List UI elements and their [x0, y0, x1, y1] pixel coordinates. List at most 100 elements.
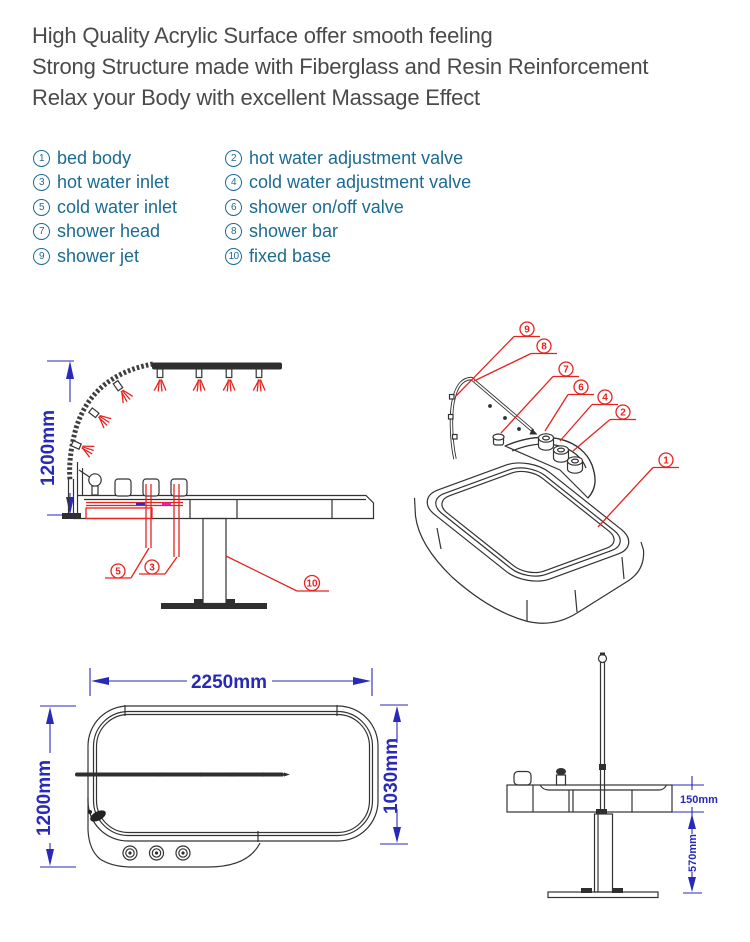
end-view-depth-dim-label: 150mm: [680, 794, 718, 806]
pedestal-column: [202, 517, 227, 605]
part-label: shower bar: [249, 221, 339, 242]
perspective-shower-bar: [447, 376, 538, 460]
shower-bar-arc: [67, 361, 154, 482]
callout-9: 9: [524, 325, 530, 336]
top-view-height-dim-label: 1200mm: [34, 760, 55, 836]
perspective-shower-head: [492, 433, 505, 446]
list-item: 1 bed body: [33, 146, 225, 171]
callout-10: 10: [306, 579, 318, 590]
top-view-width-dimension: 2250mm: [89, 668, 373, 696]
base-clamp: [581, 888, 592, 893]
callout-7: 7: [563, 365, 569, 376]
bar-jet: [488, 404, 492, 408]
top-view-width-dim-label: 2250mm: [191, 672, 267, 693]
list-item: 6 shower on/off valve: [225, 195, 471, 220]
top-view-height-dimension: 1200mm: [34, 705, 76, 868]
callout-2: 2: [620, 408, 626, 419]
end-view-base-height-dimension: 570mm: [683, 814, 702, 894]
header-line-1: High Quality Acrylic Surface offer smoot…: [32, 23, 493, 48]
end-view-depth-dimension: 150mm: [672, 776, 718, 821]
list-item: 4 cold water adjustment valve: [225, 171, 471, 196]
base-foot: [194, 599, 203, 603]
list-item: 3 hot water inlet: [33, 171, 225, 196]
valve-knobs-plan: [122, 845, 191, 861]
bar-jet: [447, 413, 454, 420]
part-label: shower on/off valve: [249, 196, 404, 217]
perspective-valve-knobs: [537, 433, 584, 474]
header-text: High Quality Acrylic Surface offer smoot…: [32, 20, 649, 113]
part-number-badge: 5: [33, 198, 50, 216]
side-view-drawing: 1200mm: [38, 360, 375, 609]
shower-bar-plan: [75, 772, 290, 777]
bar-jet: [451, 433, 458, 440]
part-number-badge: 7: [33, 223, 50, 241]
tub-shell: [413, 497, 645, 624]
part-number-badge: 6: [225, 198, 242, 216]
callout-6: 6: [578, 383, 584, 394]
valve-flange: [87, 798, 261, 868]
callout-1: 1: [663, 456, 669, 467]
part-number-badge: 8: [225, 223, 242, 241]
shower-jets-sprays: [69, 368, 266, 459]
callout-8: 8: [541, 342, 547, 353]
part-number-badge: 2: [225, 149, 242, 167]
base-plate: [161, 603, 267, 609]
side-view-callouts: 5 3 10: [105, 547, 329, 592]
arc-foot: [62, 513, 81, 519]
list-item: 10 fixed base: [225, 244, 471, 269]
header-line-2: Strong Structure made with Fiberglass an…: [32, 54, 649, 79]
bed-end-section: [506, 784, 673, 813]
list-item: 8 shower bar: [225, 220, 471, 245]
shower-bar-pole: [597, 652, 608, 812]
part-label: hot water adjustment valve: [249, 147, 464, 168]
end-view-drawing: 150mm 570mm: [506, 652, 718, 899]
part-number-badge: 10: [225, 247, 242, 265]
part-number-badge: 9: [33, 247, 50, 265]
base-clamp: [612, 888, 623, 893]
top-view-drawing: 2250mm 1200mm 1030mm: [34, 668, 408, 868]
pedestal-column-end: [593, 813, 614, 893]
part-label: cold water inlet: [57, 196, 178, 217]
list-item: 5 cold water inlet: [33, 195, 225, 220]
list-item: 7 shower head: [33, 220, 225, 245]
bed-cross-section: [73, 462, 375, 520]
part-number-badge: 1: [33, 149, 50, 167]
side-view-height-dimension: 1200mm: [38, 360, 74, 516]
bar-jet: [503, 416, 507, 420]
part-label: bed body: [57, 147, 132, 168]
part-label: cold water adjustment valve: [249, 172, 472, 193]
part-label: fixed base: [249, 245, 332, 266]
perspective-view-callouts: 9 8 7 6 4 2: [455, 321, 679, 528]
pole-joint: [596, 809, 607, 814]
callout-3: 3: [149, 563, 155, 574]
part-label: shower head: [57, 221, 161, 242]
parts-list-column-1: 1 bed body 3 hot water inlet 5 cold wate…: [33, 146, 225, 269]
side-view-height-dim-label: 1200mm: [38, 410, 59, 486]
top-shower-bar: [152, 362, 282, 370]
end-view-knob: [513, 770, 532, 786]
part-number-badge: 3: [33, 174, 50, 192]
bed-body-rim: [414, 457, 641, 588]
water-piping: [85, 484, 183, 557]
end-view-shower-head: [555, 768, 567, 786]
shower-head: [78, 469, 102, 496]
top-view-inner-dimension: 1030mm: [380, 704, 408, 845]
bar-jet: [517, 427, 521, 431]
parts-list-column-2: 2 hot water adjustment valve 4 cold wate…: [225, 146, 471, 269]
base-plate-end: [547, 891, 659, 899]
part-label: shower jet: [57, 245, 140, 266]
callout-4: 4: [602, 393, 608, 404]
end-view-base-height-dim-label: 570mm: [687, 834, 699, 872]
part-number-badge: 4: [225, 174, 242, 192]
list-item: 2 hot water adjustment valve: [225, 146, 471, 171]
shower-head-plan: [88, 810, 106, 822]
base-foot: [226, 599, 235, 603]
perspective-view-drawing: 9 8 7 6 4 2: [413, 321, 679, 624]
header-line-3: Relax your Body with excellent Massage E…: [32, 85, 480, 110]
parts-list: 1 bed body 3 hot water inlet 5 cold wate…: [33, 146, 471, 269]
top-view-inner-dim-label: 1030mm: [381, 738, 402, 814]
callout-5: 5: [115, 567, 121, 578]
bar-jet: [448, 393, 455, 400]
